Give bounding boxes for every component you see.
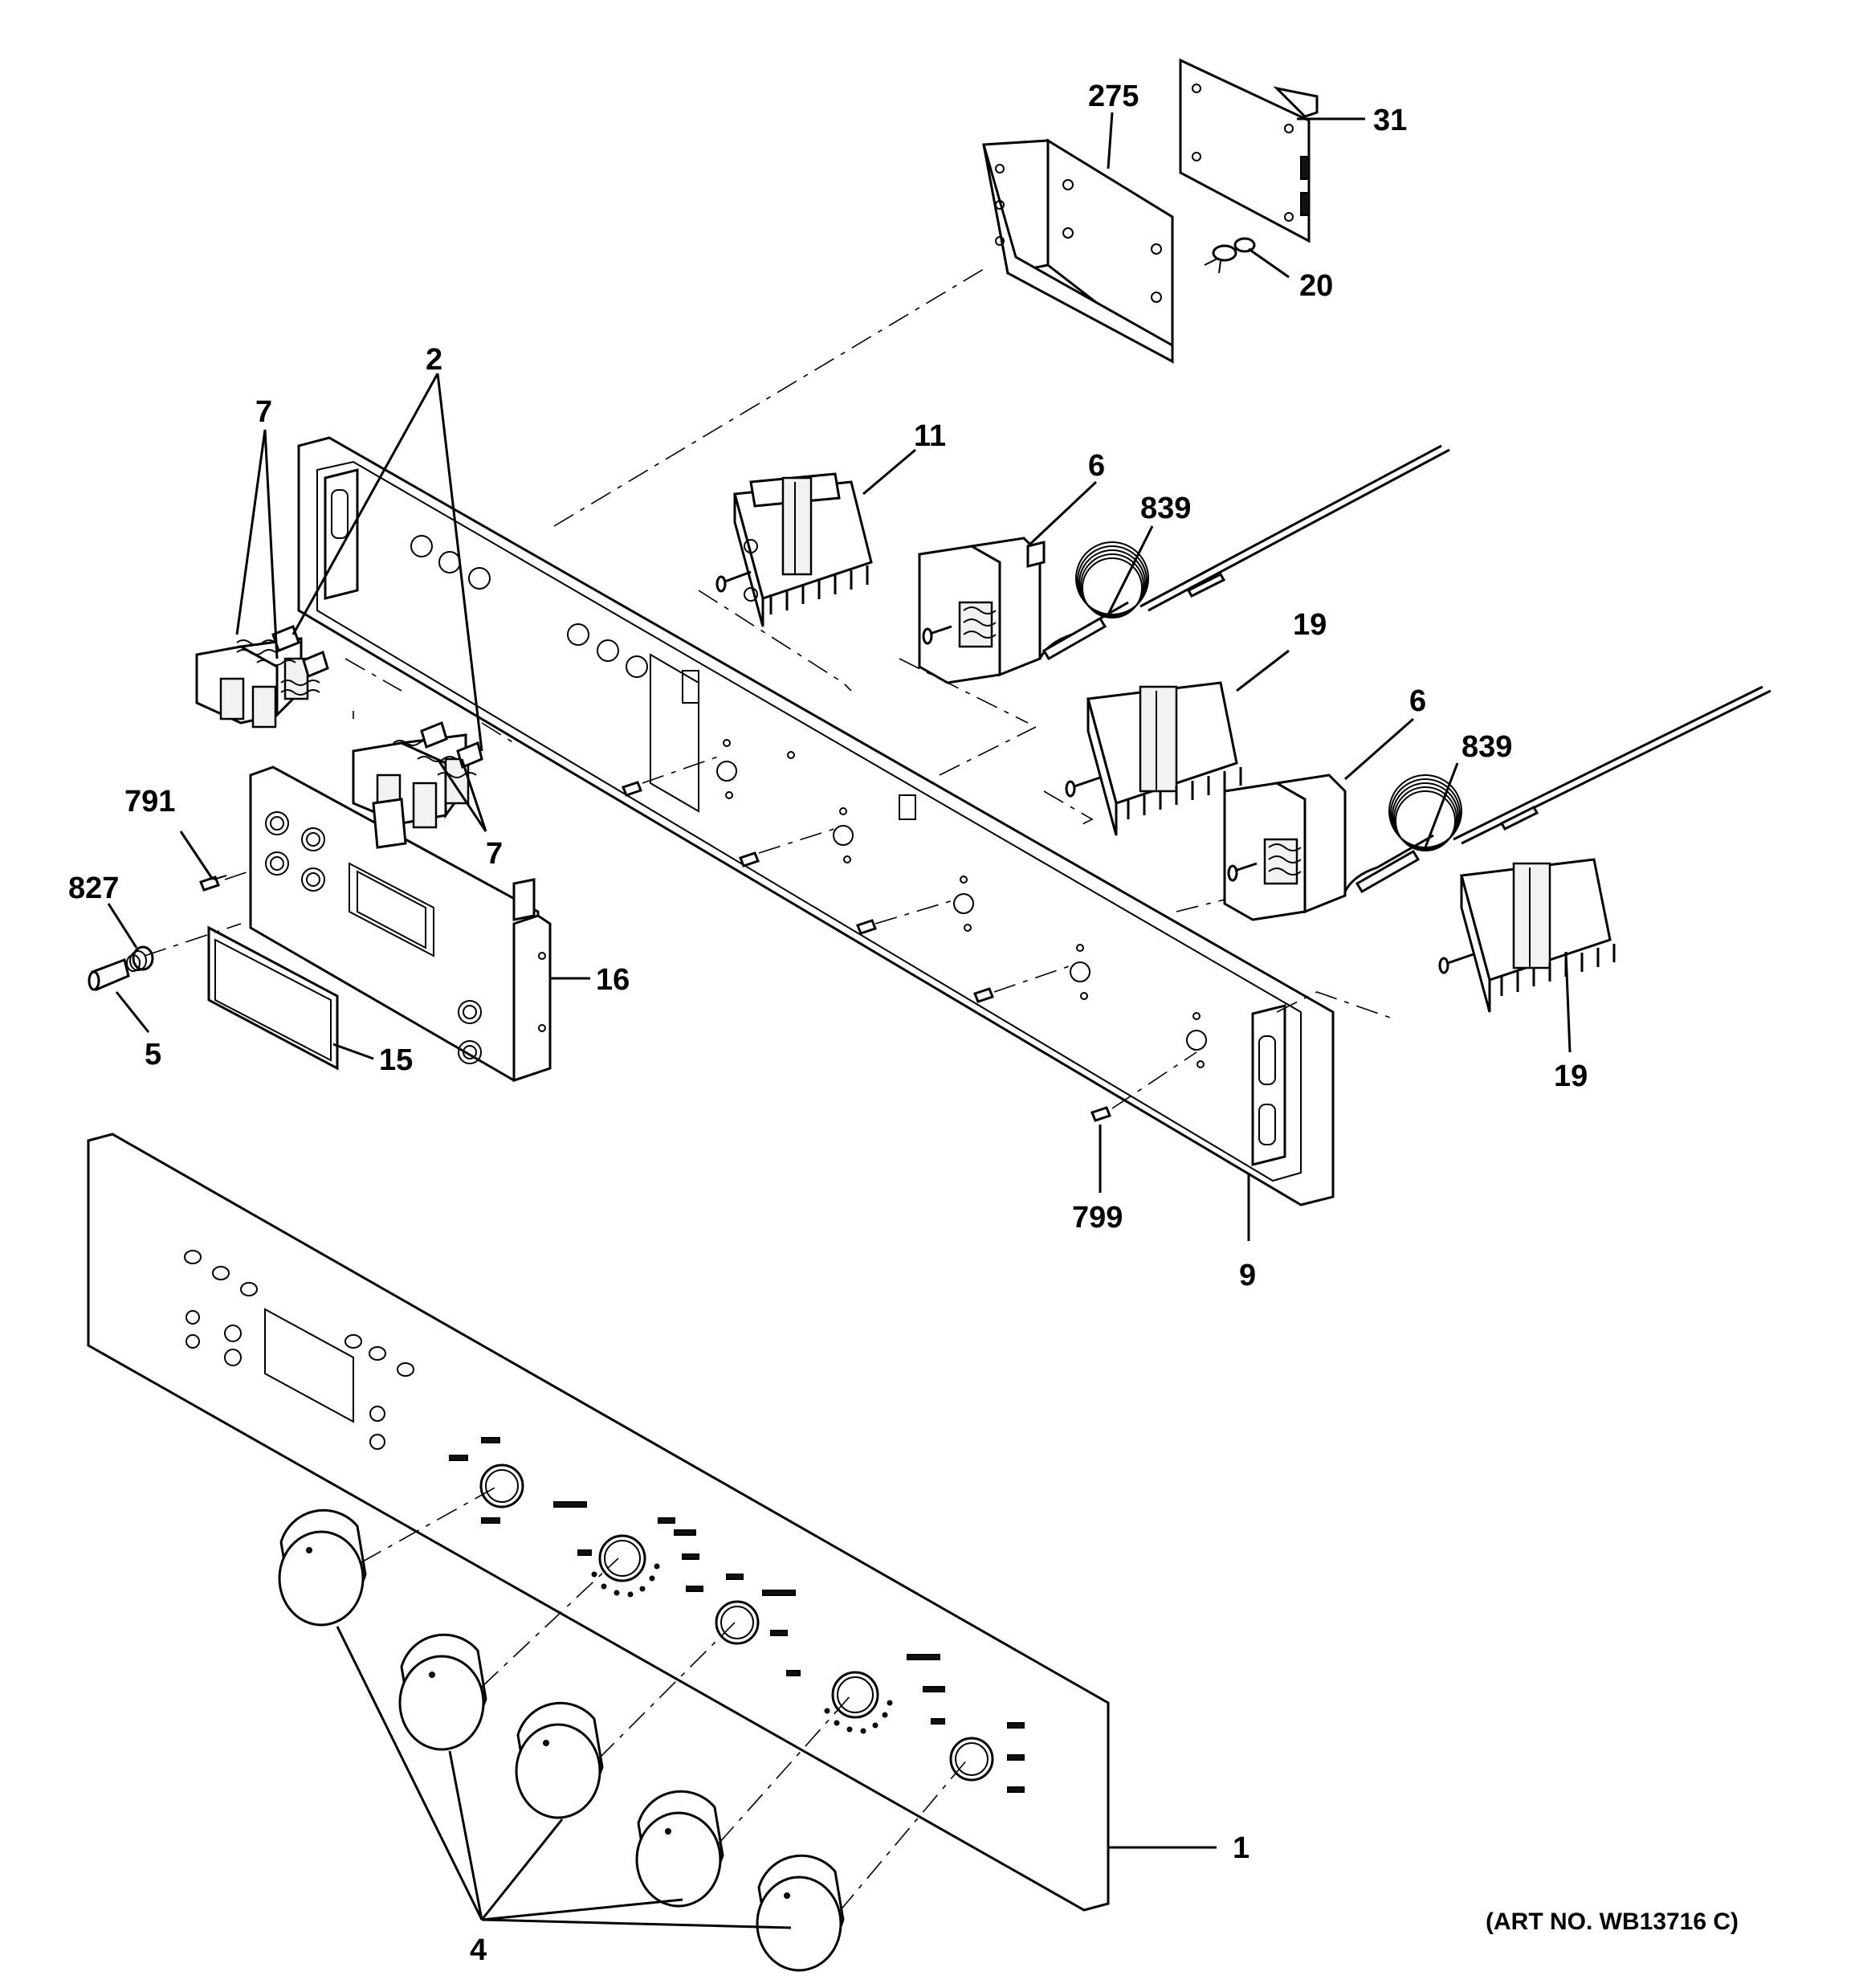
part-7-switch-cluster-top bbox=[195, 625, 329, 729]
part-839-capillary-top bbox=[1038, 444, 1450, 661]
part-5-pin bbox=[88, 958, 130, 992]
part-15-overlay bbox=[207, 925, 339, 1071]
label-1: 1 bbox=[1233, 1831, 1249, 1865]
knob-5 bbox=[756, 1854, 845, 1972]
label-275: 275 bbox=[1088, 80, 1139, 113]
label-6-mid: 6 bbox=[1409, 684, 1426, 718]
label-16: 16 bbox=[596, 963, 630, 997]
knob-1 bbox=[278, 1508, 367, 1627]
label-799: 799 bbox=[1072, 1201, 1123, 1235]
keypad-buttons bbox=[265, 811, 482, 1064]
part-1-front-panel bbox=[87, 1133, 1110, 1912]
label-9: 9 bbox=[1239, 1259, 1256, 1292]
part-275-bracket bbox=[982, 138, 1174, 365]
label-2: 2 bbox=[426, 343, 442, 377]
dial-tick-marks bbox=[591, 1563, 893, 1734]
label-15: 15 bbox=[379, 1043, 413, 1077]
label-5: 5 bbox=[145, 1038, 161, 1072]
display-window bbox=[264, 1308, 354, 1423]
label-7-top: 7 bbox=[255, 395, 272, 429]
display-window bbox=[349, 862, 434, 957]
label-19-mid: 19 bbox=[1293, 608, 1327, 642]
label-20: 20 bbox=[1299, 269, 1333, 303]
label-6-top: 6 bbox=[1088, 449, 1105, 483]
alignment-lines bbox=[144, 268, 1398, 1912]
part-9-control-panel-frame bbox=[297, 436, 1335, 1206]
part-6-thermostat-mid bbox=[1223, 774, 1347, 921]
terminal-pins bbox=[769, 565, 869, 614]
part-6-thermostat-top bbox=[918, 537, 1046, 684]
part-19-switch-right bbox=[1438, 858, 1616, 1013]
label-839-top: 839 bbox=[1140, 492, 1191, 525]
knob-3 bbox=[515, 1701, 604, 1819]
knob-holes bbox=[479, 1463, 994, 1782]
label-4: 4 bbox=[470, 1933, 487, 1967]
label-31: 31 bbox=[1373, 104, 1407, 137]
label-839-mid: 839 bbox=[1461, 730, 1512, 764]
part-827-spring bbox=[126, 945, 154, 972]
part-31-control-board bbox=[1179, 58, 1319, 243]
part-20-connector bbox=[1204, 237, 1256, 274]
label-827: 827 bbox=[68, 872, 119, 905]
knob-4 bbox=[635, 1790, 724, 1908]
panel-buttons bbox=[184, 1250, 414, 1450]
label-11: 11 bbox=[914, 419, 946, 453]
spring-icon bbox=[236, 639, 320, 696]
part-7-switch-cluster-mid bbox=[352, 720, 483, 829]
terminal-pins bbox=[1127, 767, 1242, 819]
part-16-clock-module bbox=[249, 765, 552, 1083]
part-11-switch bbox=[715, 472, 873, 627]
leader-lines bbox=[107, 112, 1572, 1929]
part-791-screw bbox=[199, 875, 227, 892]
knob-2 bbox=[398, 1633, 487, 1751]
art-number: (ART NO. WB13716 C) bbox=[1486, 1908, 1739, 1935]
label-19-right: 19 bbox=[1554, 1059, 1588, 1093]
part-19-switch-mid bbox=[1065, 681, 1242, 836]
screws-799 bbox=[622, 781, 1111, 1122]
label-7-mid: 7 bbox=[486, 837, 503, 871]
label-791: 791 bbox=[124, 785, 175, 818]
part-839-capillary-mid bbox=[1343, 685, 1771, 894]
panel-markings bbox=[449, 1437, 1025, 1793]
part-labels: 275 31 20 2 7 11 6 839 19 6 839 7 791 82… bbox=[68, 80, 1588, 1967]
